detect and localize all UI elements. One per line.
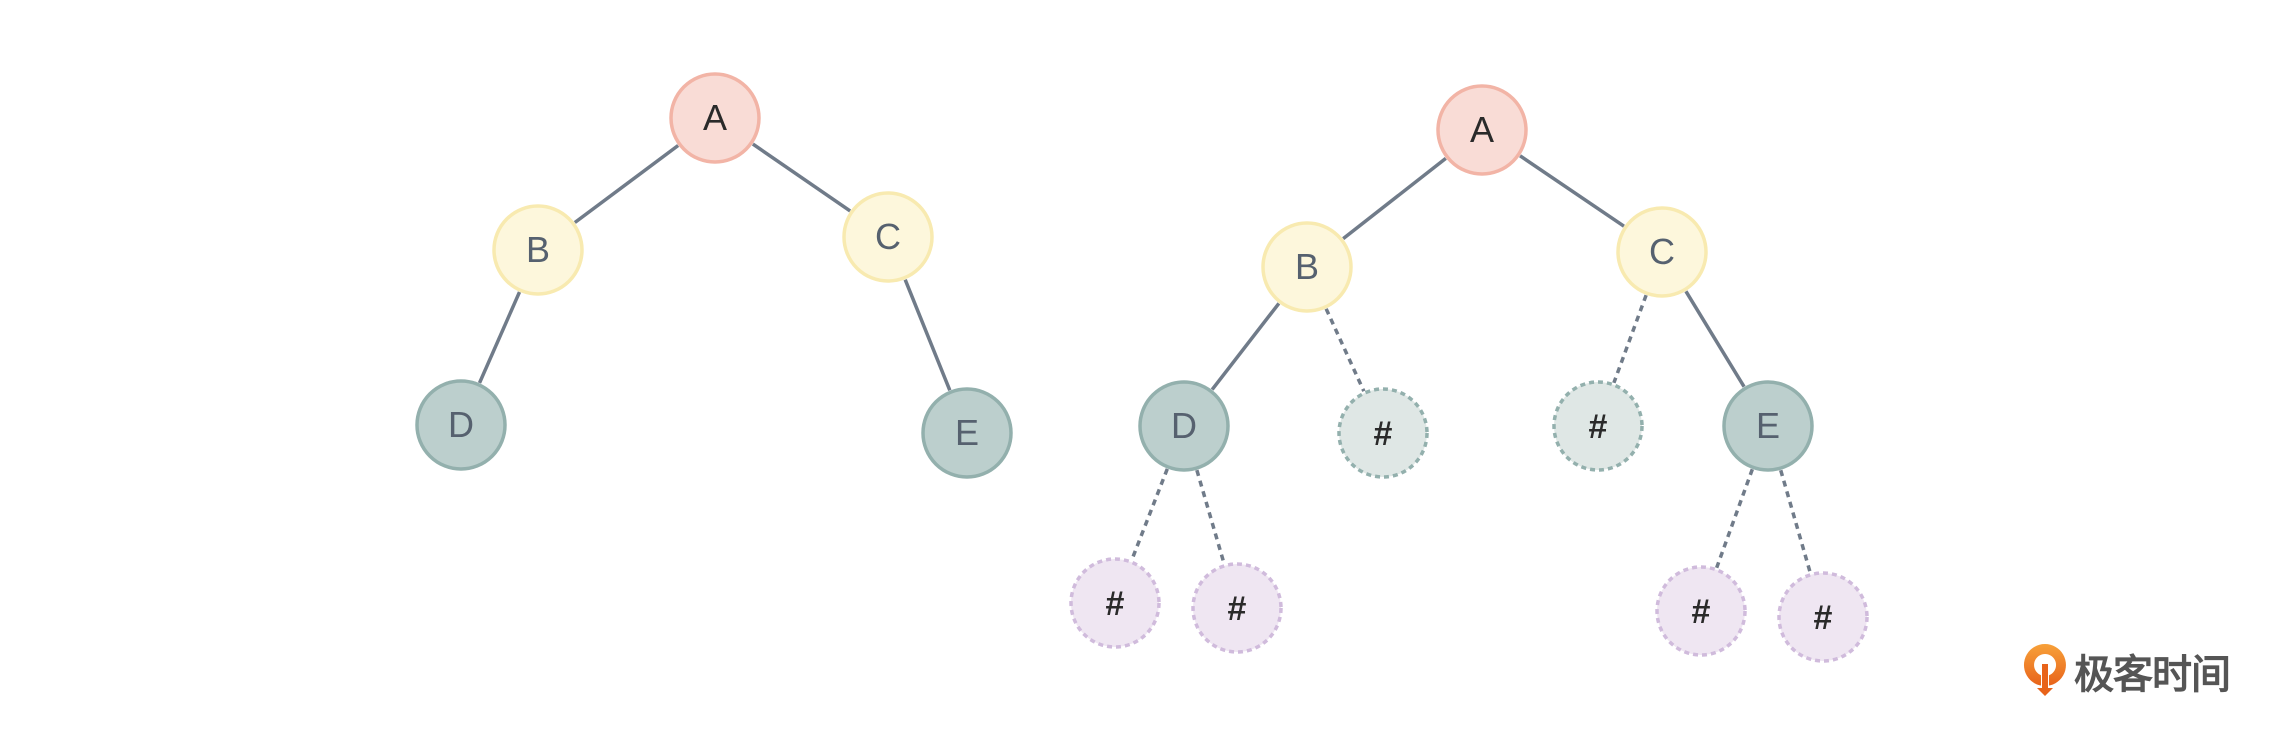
node-circle bbox=[1337, 387, 1429, 479]
tree-node-C: C bbox=[842, 191, 934, 283]
node-label: D bbox=[448, 404, 474, 445]
dashed-edge-B-Bn bbox=[1324, 308, 1366, 392]
extended-tree: A B C D # # E # # # # bbox=[1069, 84, 1869, 663]
dashed-edge-D-DLn bbox=[1130, 468, 1169, 561]
tree-node-D: D bbox=[1138, 380, 1230, 472]
node-label: C bbox=[1649, 231, 1675, 272]
node-circle bbox=[921, 387, 1013, 479]
node-label: B bbox=[1295, 246, 1319, 287]
tree-node-B: B bbox=[1261, 221, 1353, 313]
node-label: E bbox=[955, 412, 979, 453]
tree-node-D: D bbox=[415, 379, 507, 471]
node-label: # bbox=[1692, 593, 1711, 631]
node-label: A bbox=[703, 97, 727, 138]
tree-node-A: A bbox=[1436, 84, 1528, 176]
node-label: D bbox=[1171, 405, 1197, 446]
edge-A-B bbox=[573, 144, 680, 224]
node-circle bbox=[842, 191, 934, 283]
node-label: A bbox=[1470, 109, 1494, 150]
node-circle bbox=[1436, 84, 1528, 176]
node-circle bbox=[1722, 380, 1814, 472]
null-node: # bbox=[1069, 557, 1161, 649]
node-label: # bbox=[1814, 599, 1833, 637]
node-circle bbox=[415, 379, 507, 471]
null-node: # bbox=[1552, 380, 1644, 472]
null-node: # bbox=[1777, 571, 1869, 663]
node-circle bbox=[1138, 380, 1230, 472]
node-circle bbox=[1191, 562, 1283, 654]
tree-node-E: E bbox=[921, 387, 1013, 479]
node-circle bbox=[1261, 221, 1353, 313]
edge-B-D bbox=[1210, 302, 1281, 391]
edge-C-E bbox=[903, 279, 952, 391]
geektime-logo-icon bbox=[2023, 644, 2066, 698]
edge-B-D bbox=[477, 291, 522, 384]
tree-node-C: C bbox=[1616, 206, 1708, 298]
node-circle bbox=[492, 204, 584, 296]
edge-A-C bbox=[1519, 154, 1625, 228]
tree-node-A: A bbox=[669, 72, 761, 164]
tree-node-B: B bbox=[492, 204, 584, 296]
node-label: # bbox=[1589, 408, 1608, 446]
node-circle bbox=[1655, 565, 1747, 657]
edge-A-B bbox=[1342, 156, 1447, 241]
dashed-edge-C-Cn bbox=[1612, 294, 1648, 384]
node-circle bbox=[1552, 380, 1644, 472]
node-label: E bbox=[1756, 405, 1780, 446]
dashed-edge-E-ERn bbox=[1779, 469, 1812, 574]
edge-C-E bbox=[1684, 290, 1746, 388]
node-label: # bbox=[1374, 415, 1393, 453]
tree-node-E: E bbox=[1722, 380, 1814, 472]
null-node: # bbox=[1655, 565, 1747, 657]
node-circle bbox=[669, 72, 761, 164]
null-node: # bbox=[1191, 562, 1283, 654]
original-tree: A B C D E bbox=[415, 72, 1013, 479]
dashed-edge-D-DRn bbox=[1195, 469, 1226, 565]
node-circle bbox=[1777, 571, 1869, 663]
node-label: C bbox=[875, 216, 901, 257]
geektime-logo: 极客时间 bbox=[2022, 642, 2231, 700]
geektime-logo-text: 极客时间 bbox=[2074, 652, 2231, 698]
dashed-edge-E-ELn bbox=[1715, 468, 1754, 569]
node-label: B bbox=[526, 229, 550, 270]
node-label: # bbox=[1106, 585, 1125, 623]
node-label: # bbox=[1228, 590, 1247, 628]
node-circle bbox=[1616, 206, 1708, 298]
node-circle bbox=[1069, 557, 1161, 649]
null-node: # bbox=[1337, 387, 1429, 479]
edge-A-C bbox=[751, 142, 852, 213]
